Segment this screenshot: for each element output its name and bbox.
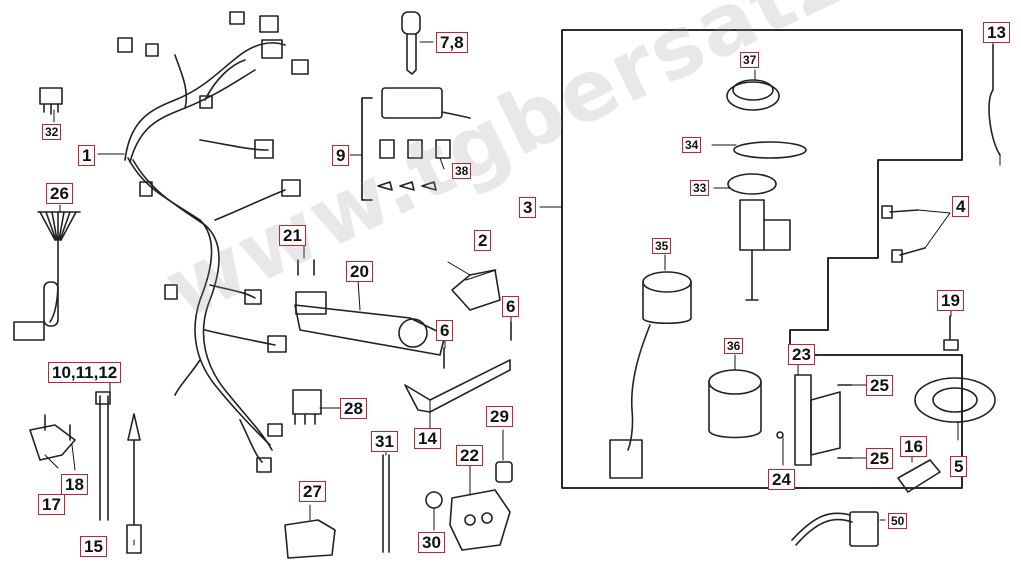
callout-33: 33	[690, 180, 710, 196]
plug-drawing	[495, 461, 513, 483]
callout-9: 9	[332, 145, 350, 166]
leader-lines	[44, 39, 1001, 546]
ignition-lock-drawing	[727, 173, 791, 301]
callout-26: 26	[46, 183, 73, 204]
key-drawing	[401, 11, 421, 75]
spring-drawing	[733, 141, 807, 159]
seat-lock-drawing	[708, 369, 762, 439]
callout-4: 4	[952, 196, 970, 217]
callout-22: 22	[456, 445, 483, 466]
callout-15: 15	[80, 536, 107, 557]
callout-35: 35	[652, 238, 672, 254]
callout-31: 31	[371, 431, 398, 452]
callout-3: 3	[519, 197, 537, 218]
callout-21: 21	[279, 225, 306, 246]
latch-plate-drawing	[776, 374, 853, 466]
callout-6b: 6	[502, 296, 520, 317]
callout-18: 18	[61, 474, 88, 495]
nut-drawing	[425, 491, 443, 509]
bracket-drawing	[294, 291, 446, 356]
rubber-grip-drawing	[897, 459, 941, 493]
lock-set-boundary	[561, 29, 963, 489]
callout-7-8: 7,8	[436, 32, 468, 53]
callout-23: 23	[788, 344, 815, 365]
connector-drawing	[292, 389, 322, 425]
cable-tie-drawing	[95, 391, 111, 521]
fuel-cap-drawing	[914, 377, 996, 423]
callout-36: 36	[724, 338, 744, 354]
callout-5: 5	[950, 456, 968, 477]
bolts-4-drawing	[881, 205, 926, 263]
lock-cylinder-drawing	[609, 271, 692, 479]
callout-37: 37	[740, 52, 760, 68]
callout-14: 14	[414, 428, 441, 449]
callout-30: 30	[418, 532, 445, 553]
relay-drawing	[39, 87, 63, 115]
switch-block-drawing	[449, 489, 511, 551]
callout-20: 20	[346, 261, 373, 282]
callout-34: 34	[682, 137, 702, 153]
lead-50-drawing	[791, 511, 879, 547]
callout-6a: 6	[436, 320, 454, 341]
callout-50: 50	[888, 513, 908, 529]
callout-25b: 25	[866, 448, 893, 469]
wiring-harness-drawing	[117, 11, 309, 473]
callout-38: 38	[452, 163, 472, 179]
lower-bracket-drawing	[404, 359, 511, 413]
callout-1: 1	[78, 145, 96, 166]
callout-19: 19	[937, 290, 964, 311]
lock-cap-drawing	[726, 79, 780, 111]
switch-unit-drawing	[361, 87, 471, 201]
socket-drawing	[284, 519, 336, 559]
rod-drawing	[126, 413, 142, 554]
callout-2: 2	[474, 230, 492, 251]
callout-32: 32	[42, 124, 62, 140]
bolt-19-drawing	[943, 315, 959, 351]
long-cable-tie-drawing	[382, 454, 390, 553]
upper-bracket-drawing	[451, 269, 501, 311]
clip-drawing	[29, 414, 76, 461]
connector-lead-drawing	[13, 211, 81, 341]
screw-drawing	[297, 259, 512, 369]
cable-13-drawing	[988, 44, 1001, 156]
callout-10-11-12: 10,11,12	[48, 362, 122, 383]
callout-24: 24	[768, 469, 795, 490]
callout-27: 27	[299, 481, 326, 502]
callout-13: 13	[983, 22, 1010, 43]
callout-17: 17	[38, 494, 65, 515]
callout-25a: 25	[866, 375, 893, 396]
callout-29: 29	[486, 406, 513, 427]
callout-28: 28	[340, 398, 367, 419]
callout-16: 16	[900, 436, 927, 457]
